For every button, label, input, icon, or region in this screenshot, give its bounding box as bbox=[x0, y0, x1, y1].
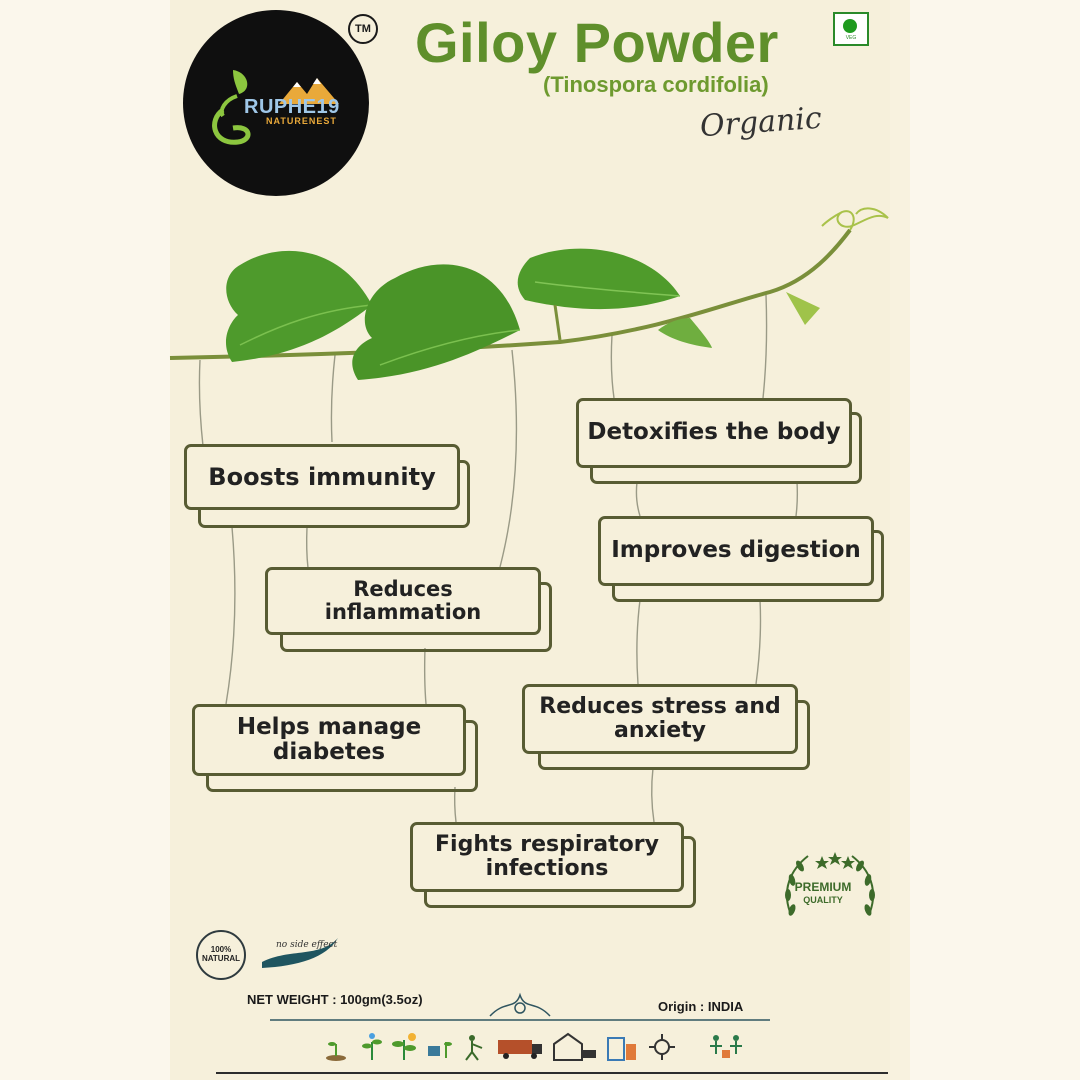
leaf-logo-icon bbox=[212, 70, 251, 145]
brand-name: RUPHE19 bbox=[244, 96, 340, 118]
leaf-3 bbox=[517, 248, 681, 341]
benefit-detoxifies-the-body: Detoxifies the body bbox=[576, 398, 852, 468]
veg-dot-icon bbox=[843, 19, 857, 33]
truck-icon bbox=[498, 1040, 542, 1059]
net-weight: NET WEIGHT : 100gm(3.5oz) bbox=[247, 992, 423, 1007]
premium-quality-badge: PREMIUM QUALITY bbox=[780, 846, 866, 932]
brand-subname: NATURENEST bbox=[266, 116, 337, 126]
packaging-team-icon bbox=[710, 1035, 742, 1058]
bottom-rule bbox=[216, 1072, 888, 1074]
ornament-divider bbox=[270, 992, 770, 1021]
hanging-threads bbox=[198, 294, 799, 823]
trademark-symbol: TM bbox=[348, 14, 378, 44]
benefit-improves-digestion: Improves digestion bbox=[598, 516, 874, 586]
mountain-logo-icon bbox=[279, 78, 339, 104]
veg-mark: VEG bbox=[833, 12, 869, 46]
premium-wreath bbox=[785, 852, 875, 916]
premium-label: PREMIUM bbox=[794, 880, 852, 894]
quality-label: QUALITY bbox=[803, 895, 843, 905]
product-title: Giloy Powder bbox=[415, 11, 779, 74]
origin-label: Origin : INDIA bbox=[658, 999, 744, 1014]
leaf-1 bbox=[225, 250, 373, 362]
warehouse-delivery-icon bbox=[553, 1032, 596, 1061]
benefit-reduces-stress-and-anxiety: Reduces stress and anxiety bbox=[522, 684, 798, 754]
benefit-fights-respiratory-infections: Fights respiratory infections bbox=[410, 822, 684, 892]
leaf-4 bbox=[658, 292, 820, 348]
brand-logo bbox=[183, 10, 369, 196]
watering-icon bbox=[428, 1042, 452, 1058]
left-margin bbox=[0, 0, 170, 1080]
veg-mark-text: VEG bbox=[845, 35, 857, 41]
no-side-effect-swoosh bbox=[262, 938, 338, 968]
natural-badge: 100% NATURAL bbox=[196, 930, 246, 980]
vine-stem bbox=[169, 228, 852, 360]
seedling-icon bbox=[326, 1042, 346, 1061]
sprouting-plant-icon bbox=[362, 1033, 382, 1060]
no-side-effect-label: no side effect bbox=[276, 940, 338, 950]
benefit-helps-manage-diabetes: Helps manage diabetes bbox=[192, 704, 466, 776]
growing-plant-icon bbox=[392, 1033, 416, 1060]
benefit-reduces-inflammation: Reduces inflammation bbox=[265, 567, 541, 635]
scientific-name: (Tinospora cordifolia) bbox=[543, 72, 769, 97]
vine-tendril bbox=[821, 207, 889, 231]
harvesting-icon bbox=[465, 1035, 483, 1061]
benefit-boosts-immunity: Boosts immunity bbox=[184, 444, 460, 510]
right-margin bbox=[910, 0, 1080, 1080]
leaf-2 bbox=[352, 264, 521, 380]
quality-control-icon bbox=[649, 1034, 675, 1060]
processing-icon bbox=[607, 1037, 636, 1061]
